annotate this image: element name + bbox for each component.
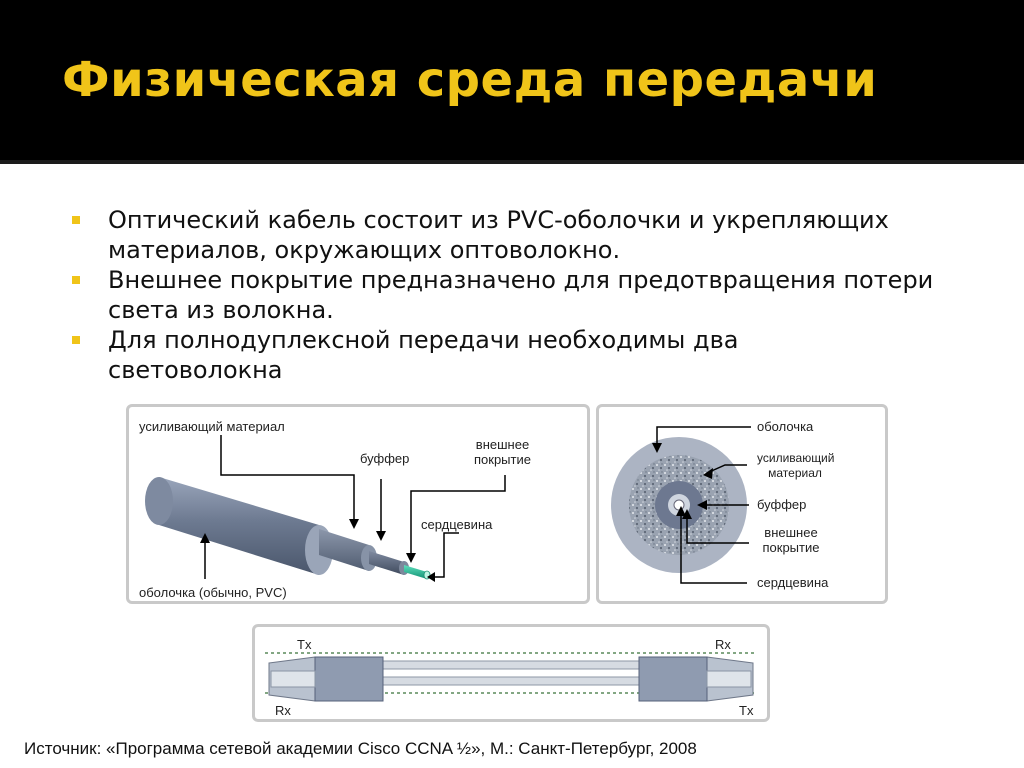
label-cross-coating-line2: покрытие (762, 540, 820, 555)
label-outer-coating-line2: покрытие (474, 452, 531, 467)
buffer-body (369, 551, 404, 575)
duplex-fiber-illustration (265, 652, 755, 702)
label-cross-strength-line2: материал (768, 466, 822, 480)
bullet-square-icon (72, 336, 80, 344)
cable-side-view-panel: усиливающий материал буффер внешнее покр… (126, 404, 590, 604)
bullet-text: Внешнее покрытие предназначено для предо… (108, 266, 934, 324)
label-outer-coating-line1: внешнее (475, 437, 530, 452)
cable-side-illustration (145, 435, 506, 582)
bullet-item: Для полнодуплексной передачи необходимы … (72, 325, 972, 385)
label-cross-coating-line1: внешнее (764, 525, 818, 540)
label-tx-left: Tx (297, 637, 312, 652)
bullet-square-icon (72, 216, 80, 224)
label-jacket: оболочка (обычно, PVC) (139, 585, 287, 600)
slide-title: Физическая среда передачи (62, 52, 878, 108)
label-cross-coating: внешнее покрытие (757, 525, 825, 555)
bullet-item: Оптический кабель состоит из PVC-оболочк… (72, 205, 972, 265)
bullet-text: Для полнодуплексной передачи необходимы … (108, 326, 739, 384)
label-tx-right: Tx (739, 703, 754, 718)
right-connector (638, 656, 708, 702)
cross-core (673, 499, 685, 511)
label-buffer: буффер (360, 451, 410, 466)
bullet-item: Внешнее покрытие предназначено для предо… (72, 265, 972, 325)
strength-body (319, 529, 369, 571)
fiber-strand-bottom (374, 676, 648, 686)
bullet-square-icon (72, 276, 80, 284)
fiber-strand-top (374, 660, 648, 670)
label-rx-right: Rx (715, 637, 731, 652)
bullet-text: Оптический кабель состоит из PVC-оболочк… (108, 206, 889, 264)
label-strength-material: усиливающий материал (139, 419, 285, 434)
label-cross-strength-line1: усиливающий (757, 451, 835, 465)
label-outer-coating: внешнее покрытие (474, 437, 531, 467)
source-citation: Источник: «Программа сетевой академии Ci… (24, 739, 697, 758)
right-connector-ferrule (706, 670, 752, 688)
left-connector-ferrule (270, 670, 316, 688)
label-cross-core: сердцевина (757, 575, 829, 590)
jacket-end (145, 477, 173, 525)
left-connector (314, 656, 384, 702)
label-core: сердцевина (421, 517, 493, 532)
label-rx-left: Rx (275, 703, 291, 718)
cable-cross-section-panel: оболочка усиливающий материал буффер вне… (596, 404, 888, 604)
jacket-body (159, 477, 319, 575)
cable-cross-section-illustration (611, 426, 751, 584)
label-cross-buffer: буффер (757, 497, 807, 512)
label-cross-strength: усиливающий материал (757, 451, 835, 481)
title-divider (0, 160, 1024, 164)
label-cross-jacket: оболочка (757, 419, 814, 434)
core-body (404, 565, 427, 579)
duplex-fiber-panel: Tx Rx Rx Tx (252, 624, 770, 722)
title-bar: Физическая среда передачи (0, 0, 1024, 160)
bullet-list: Оптический кабель состоит из PVC-оболочк… (72, 205, 972, 385)
